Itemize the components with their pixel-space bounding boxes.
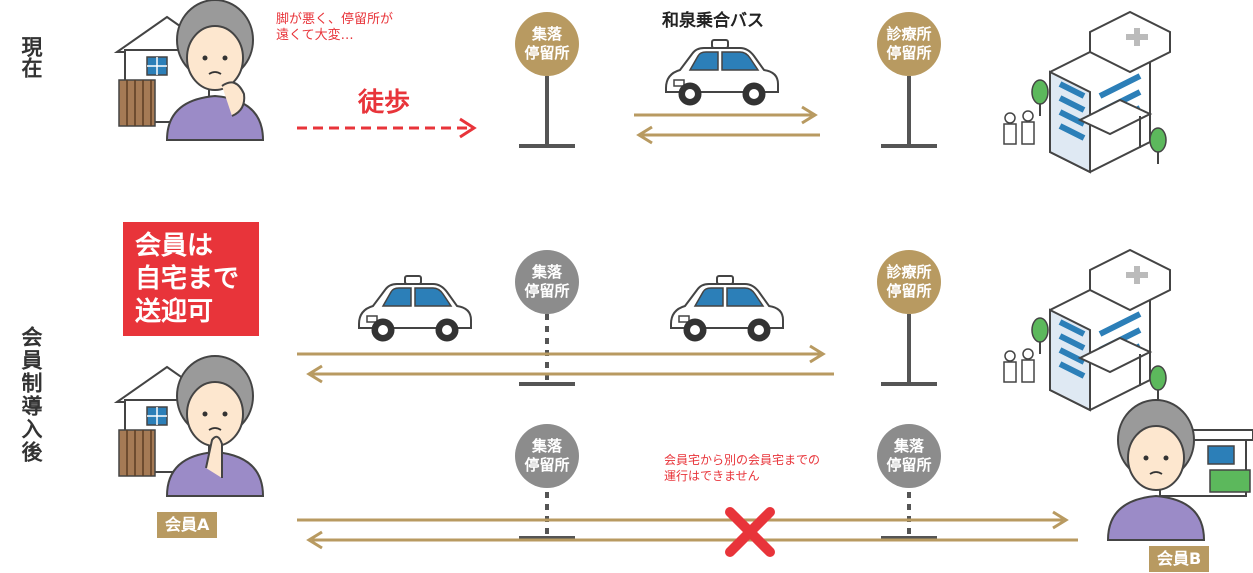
not-allowed-note: 会員宅から別の会員宅までの 運行はできません <box>664 453 821 483</box>
complaint-text: 脚が悪く、停留所が 遠くて大変… <box>276 12 394 43</box>
taxi-current <box>665 39 779 106</box>
stop-village-after: 集落停留所 <box>515 250 579 314</box>
member-b-badge: 会員B <box>1149 546 1210 572</box>
stop-clinic-current: 診療所停留所 <box>877 12 941 76</box>
stop-pole-clinic-current <box>879 74 939 148</box>
hospital-after <box>1004 250 1170 410</box>
bus-title: 和泉乗合バス <box>662 11 764 31</box>
walk-label: 徒歩 <box>358 88 411 118</box>
section-label-current: 現在 <box>19 36 43 78</box>
stop-pole-village-current <box>517 74 577 148</box>
cross-icon <box>725 507 775 557</box>
section-label-after: 会員制導入後 <box>19 326 43 464</box>
hospital-current <box>1004 12 1170 172</box>
member-to-member-arrows <box>297 510 1078 550</box>
stop-clinic-after: 診療所停留所 <box>877 250 941 314</box>
stop-village-bottom-2: 集落停留所 <box>877 424 941 488</box>
elder-worried <box>166 0 264 141</box>
taxi-after-1 <box>358 275 472 342</box>
member-a-badge: 会員A <box>157 512 218 538</box>
elder-happy <box>166 355 264 497</box>
stop-pole-clinic-after <box>879 312 939 386</box>
stop-village-current: 集落停留所 <box>515 12 579 76</box>
walk-arrow <box>297 117 477 139</box>
taxi-after-2 <box>670 275 784 342</box>
stop-village-bottom-1: 集落停留所 <box>515 424 579 488</box>
bus-route-arrows <box>634 105 820 145</box>
member-pickup-callout: 会員は 自宅まで 送迎可 <box>123 222 259 336</box>
member-route-arrows <box>297 344 834 384</box>
